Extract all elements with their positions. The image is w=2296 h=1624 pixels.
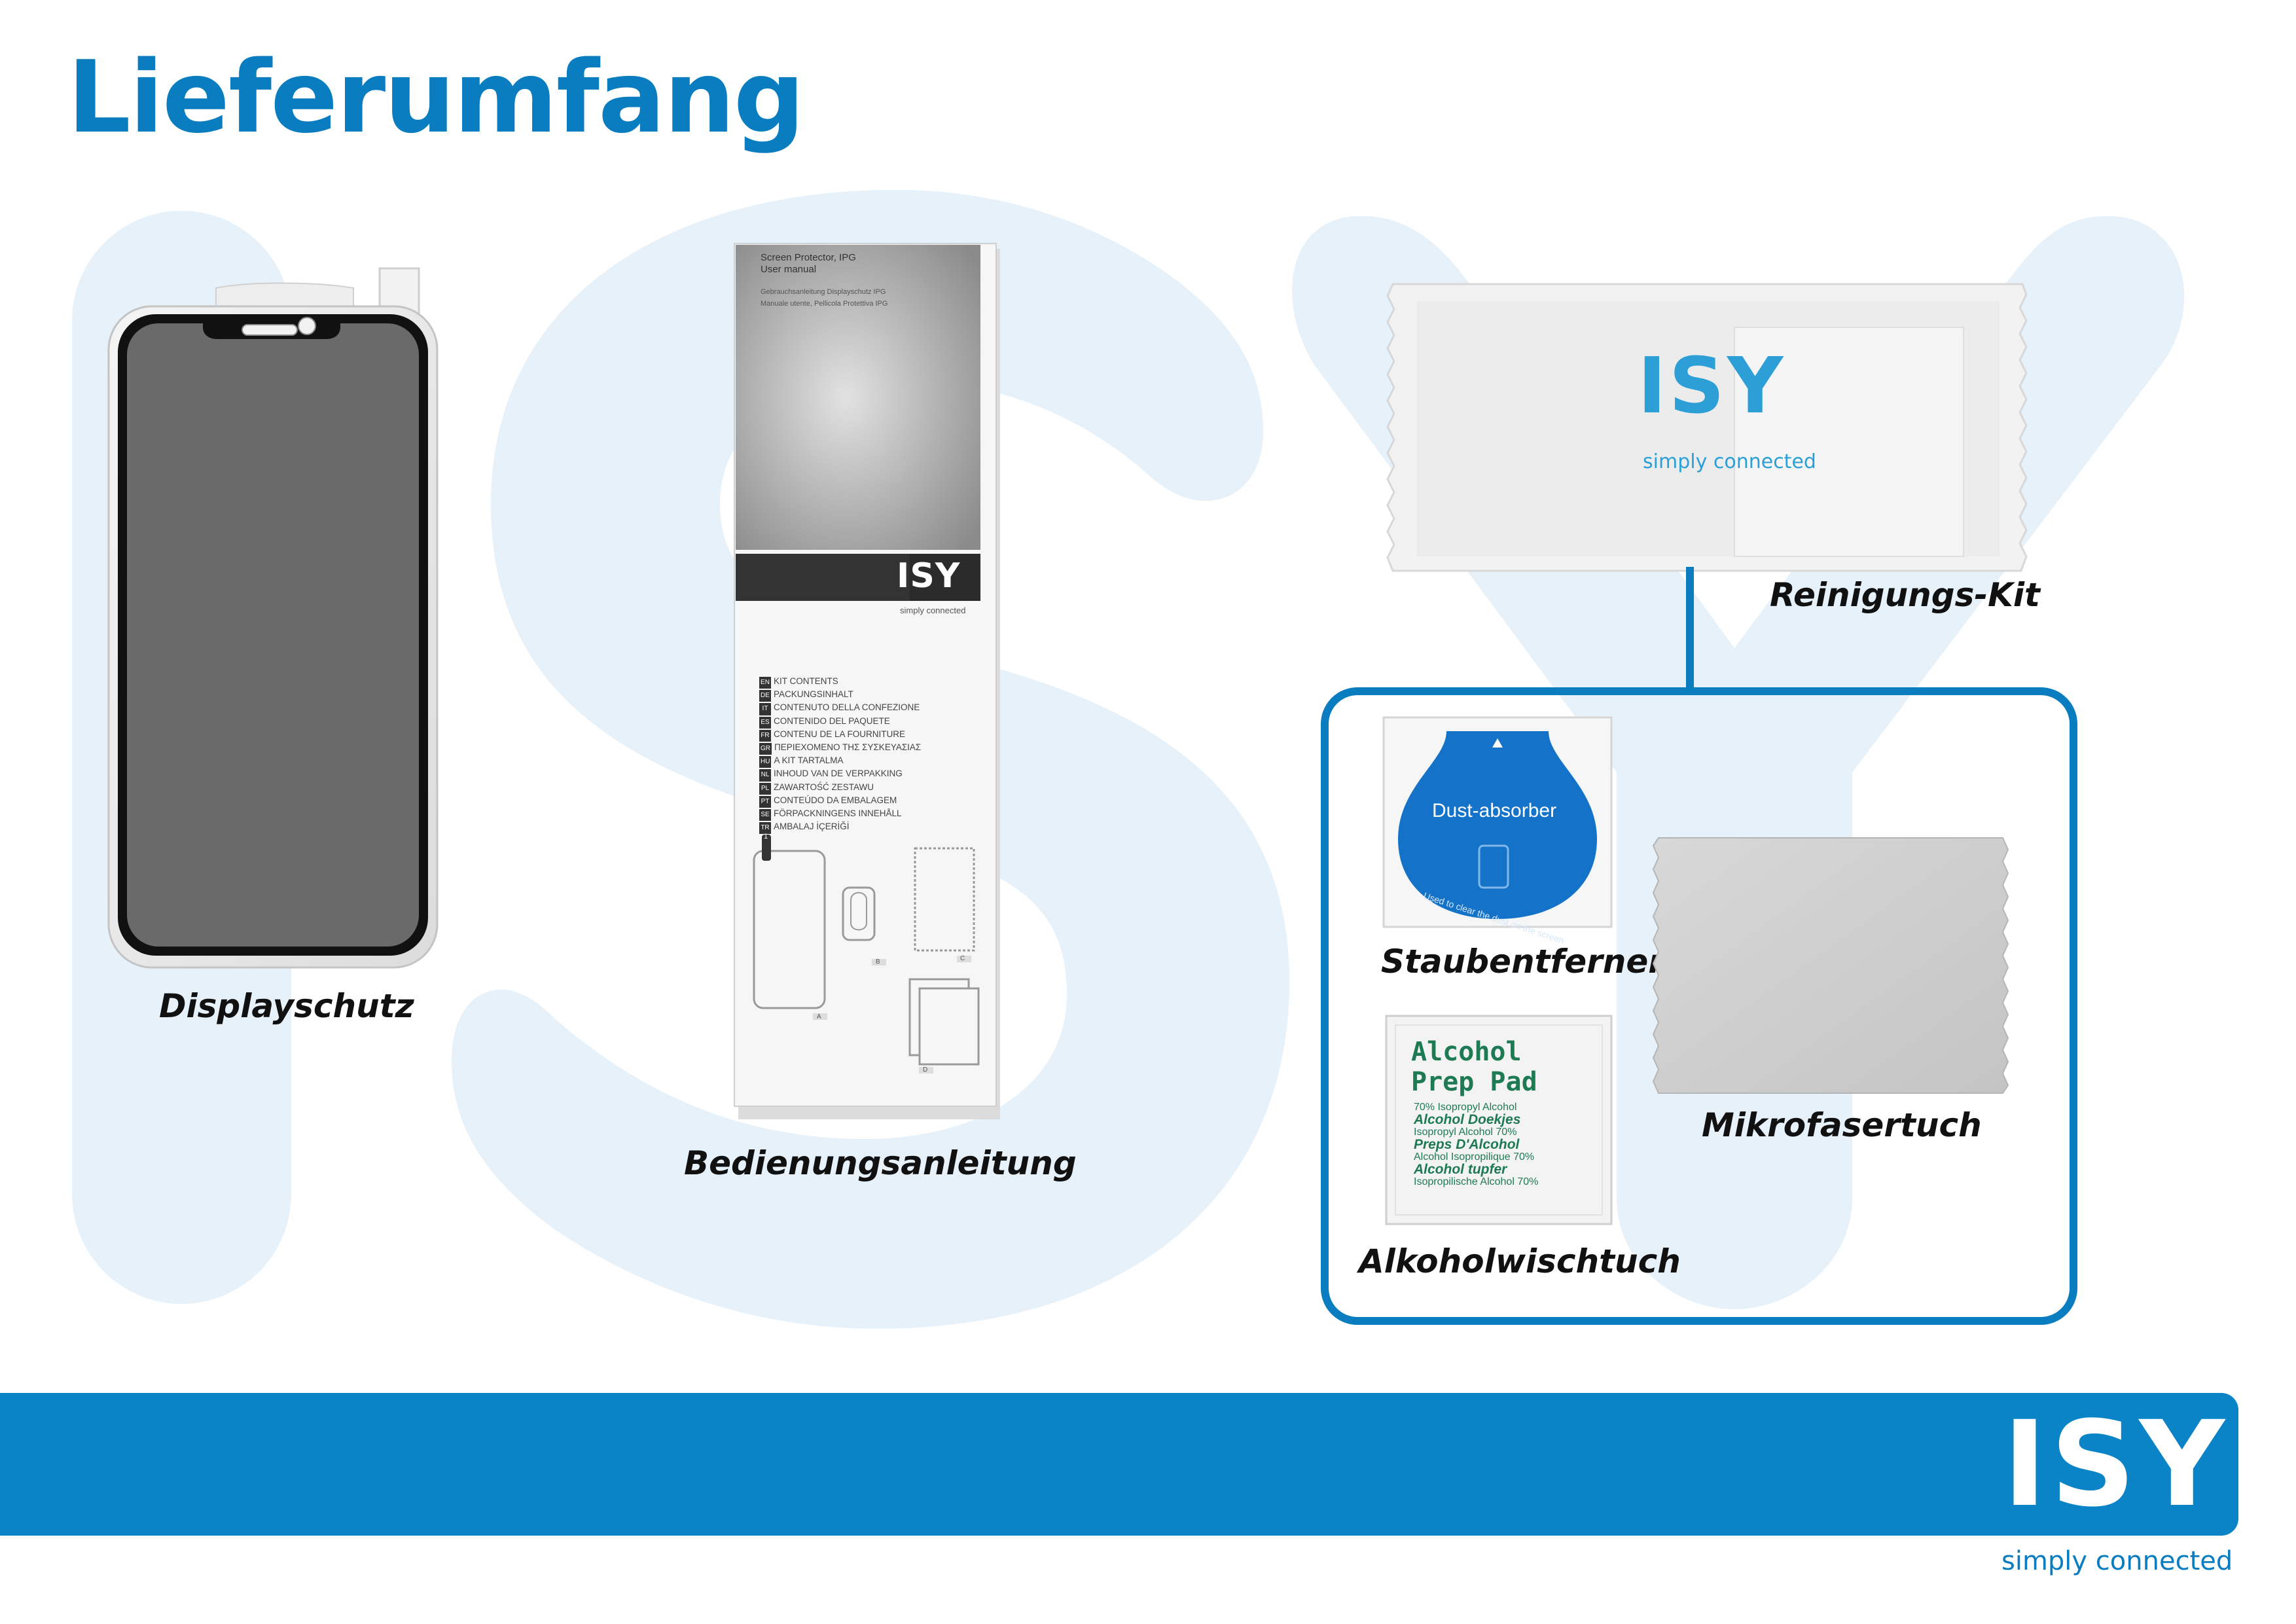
caption-staubentferner: Staubentferner xyxy=(1381,943,1664,981)
alcohol-pad-lines: 70% Isopropyl Alcohol Alcohol Doekjes Is… xyxy=(1414,1101,1538,1188)
dust-absorber-label: Dust-absorber xyxy=(1432,800,1557,821)
dust-absorber-image xyxy=(1382,716,1613,928)
microfiber-cloth-image xyxy=(1652,837,2009,1094)
caption-reinigungs-kit: Reinigungs-Kit xyxy=(1770,576,2040,614)
alcohol-pad-line: Preps D'Alcohol xyxy=(1414,1137,1520,1152)
cleaning-kit-contents-box xyxy=(1321,687,2077,1325)
manual-figure-number: 1 xyxy=(764,833,768,840)
alcohol-pad-line: Alcohol Isopropilique 70% xyxy=(1414,1151,1535,1163)
manual-header-line1: Screen Protector, IPG xyxy=(761,252,856,263)
user-manual-image xyxy=(734,243,1000,1119)
caption-bedienungsanleitung: Bedienungsanleitung xyxy=(684,1144,1077,1182)
manual-figure-label-a: A xyxy=(817,1013,821,1020)
footer-tagline: simply connected xyxy=(2001,1546,2233,1576)
alcohol-pad-title-line1: Alcohol xyxy=(1411,1037,1522,1067)
screen-protector-image xyxy=(107,267,439,969)
page-title: Lieferumfang xyxy=(67,39,805,155)
caption-alkoholwischtuch: Alkoholwischtuch xyxy=(1359,1242,1681,1280)
pouch-tagline: simply connected xyxy=(1643,450,1816,473)
manual-figure-label-b: B xyxy=(876,958,880,965)
manual-logo-tagline: simply connected xyxy=(900,605,966,615)
alcohol-pad-line: 70% Isopropyl Alcohol xyxy=(1414,1102,1517,1113)
manual-figure-label-d: D xyxy=(923,1066,928,1074)
cleaning-kit-pouch-image xyxy=(1386,283,2028,572)
alcohol-pad-title: Alcohol Prep Pad xyxy=(1411,1037,1537,1097)
footer-isy-logo: ISY xyxy=(2003,1396,2229,1533)
connector-line xyxy=(1686,567,1694,689)
alcohol-pad-line: Isopropyl Alcohol 70% xyxy=(1414,1127,1517,1138)
footer-brand-bar xyxy=(0,1393,2238,1536)
alcohol-pad-line: Alcohol tupfer xyxy=(1414,1162,1507,1177)
alcohol-pad-line: Alcohol Doekjes xyxy=(1414,1112,1521,1127)
manual-header-line2: User manual xyxy=(761,264,817,275)
alcohol-pad-image xyxy=(1385,1015,1613,1225)
alcohol-pad-line: Isopropilische Alcohol 70% xyxy=(1414,1176,1539,1187)
caption-displayschutz: Displayschutz xyxy=(159,987,414,1025)
manual-figure-label-c: C xyxy=(960,955,965,962)
caption-mikrofasertuch: Mikrofasertuch xyxy=(1702,1106,1982,1144)
manual-isy-logo: ISY xyxy=(897,556,961,596)
pouch-isy-logo: ISY xyxy=(1638,340,1786,431)
manual-header: Screen Protector, IPG User manual Gebrau… xyxy=(761,252,888,310)
manual-header-sub1: Gebrauchsanleitung Displayschutz IPG xyxy=(761,288,886,296)
manual-header-sub2: Manuale utente, Pellicola Protettiva IPG xyxy=(761,300,888,308)
alcohol-pad-title-line2: Prep Pad xyxy=(1411,1067,1537,1097)
